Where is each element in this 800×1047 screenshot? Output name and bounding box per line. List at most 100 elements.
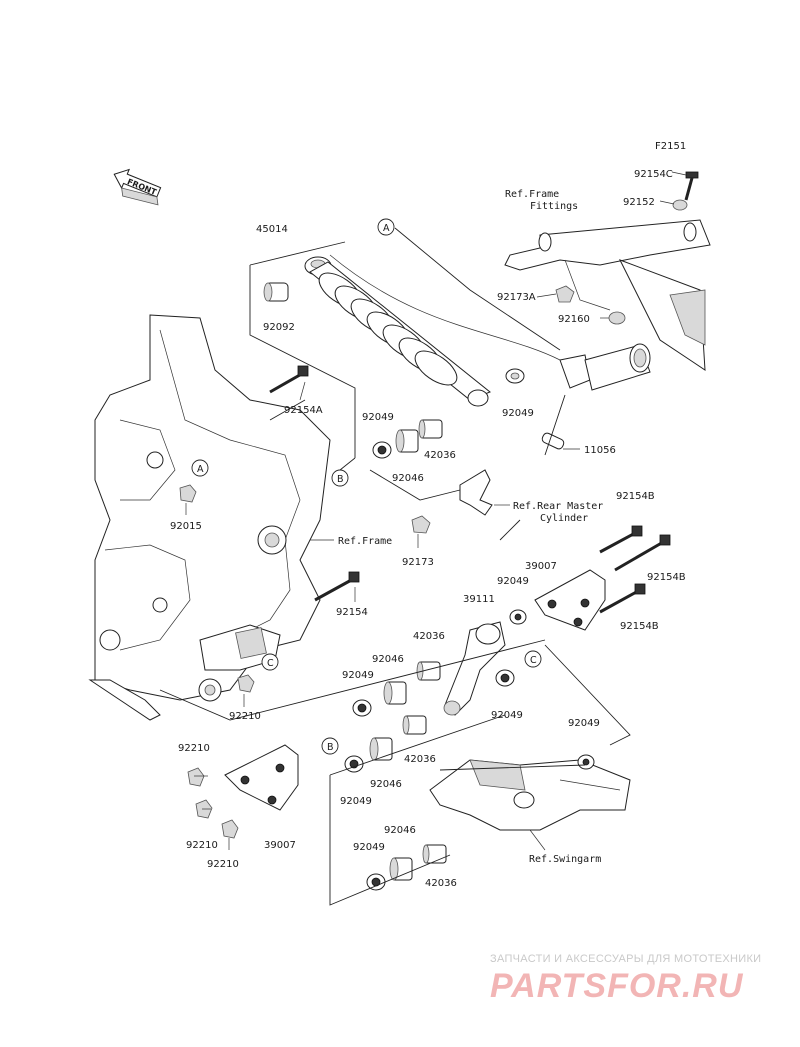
watermark-tagline: ЗАПЧАСТИ И АКСЕССУАРЫ ДЛЯ МОТОТЕХНИКИ: [490, 953, 761, 965]
callout-C-frame: C: [261, 653, 279, 671]
ref-rear-master-line1: Ref.Rear Master: [513, 501, 603, 512]
leader-lines: [185, 171, 687, 851]
label-39007-a: 39007: [525, 561, 557, 572]
rocker-arm-39111: [443, 621, 506, 716]
label-92049-g: 92049: [340, 796, 372, 807]
svg-text:C: C: [530, 655, 537, 666]
bolt-92154B-c: [599, 583, 646, 614]
label-92210-c: 92210: [186, 840, 218, 851]
label-92049-c: 92049: [497, 576, 529, 587]
label-92160: 92160: [558, 314, 590, 325]
tie-rod-plate-39007-upper: [534, 569, 606, 631]
tie-rod-plate-39007-lower: [224, 744, 299, 811]
grouping-lines: [159, 227, 631, 906]
collar-92160: [608, 311, 626, 325]
nut-92173: [411, 515, 431, 534]
label-92210-d: 92210: [207, 859, 239, 870]
bolt-92154A: [269, 365, 309, 394]
label-92154B-a: 92154B: [616, 491, 655, 502]
svg-text:B: B: [327, 742, 334, 753]
front-arrow-icon: FRONT: [113, 168, 162, 206]
ref-swingarm: Ref.Swingarm: [529, 854, 601, 865]
watermark: ЗАПЧАСТИ И АКСЕССУАРЫ ДЛЯ МОТОТЕХНИКИ PA…: [490, 953, 761, 1005]
label-92049-d: 92049: [342, 670, 374, 681]
callout-A-frame: A: [191, 459, 209, 477]
part-labels: 92154C 92152 45014 92092 92173A 92160 92…: [170, 169, 686, 889]
label-42036-d: 42036: [425, 878, 457, 889]
label-92049-f: 92049: [568, 718, 600, 729]
label-92049-b: 92049: [502, 408, 534, 419]
bolt-92154C: [684, 171, 699, 201]
label-92154: 92154: [336, 607, 368, 618]
ref-rear-master-line2: Cylinder: [540, 513, 588, 524]
callout-B-top: B: [331, 469, 349, 487]
rear-shock-absorber: [304, 254, 651, 407]
clamp-11056: [541, 432, 565, 450]
label-92154A: 92154A: [284, 405, 323, 416]
label-92049-e: 92049: [491, 710, 523, 721]
label-92049-h: 92049: [353, 842, 385, 853]
callout-A-top: A: [377, 218, 395, 236]
bearing-92046-d: [389, 857, 413, 881]
label-11056: 11056: [584, 445, 616, 456]
bolt-92154B-a: [599, 525, 643, 554]
callout-B-lower: B: [321, 737, 339, 755]
label-92046-c: 92046: [370, 779, 402, 790]
label-92154B-b: 92154B: [647, 572, 686, 583]
figure-code: F2151: [655, 141, 686, 152]
collar-42036-a: [418, 419, 443, 439]
nut-92152: [672, 199, 688, 211]
nut-92210-d: [221, 819, 239, 839]
nut-92173A: [555, 285, 575, 303]
watermark-brand: PARTSFOR.RU: [490, 967, 744, 1005]
ref-frame-fittings-line1: Ref.Frame: [505, 189, 559, 200]
shock-spring: [318, 272, 458, 386]
bearing-92046-c: [369, 737, 393, 761]
label-92173A: 92173A: [497, 292, 536, 303]
collar-42036-c: [402, 715, 427, 735]
nut-92210-b: [187, 767, 205, 787]
bearing-92046-b: [383, 681, 407, 705]
svg-text:C: C: [267, 658, 274, 669]
svg-text:A: A: [197, 464, 204, 475]
collar-92092: [263, 282, 289, 302]
frame-fittings: [504, 219, 711, 371]
collar-42036-d: [422, 844, 447, 864]
svg-text:B: B: [337, 474, 344, 485]
label-42036-a: 42036: [424, 450, 456, 461]
nut-92015: [179, 484, 197, 503]
label-92015: 92015: [170, 521, 202, 532]
label-92046-b: 92046: [372, 654, 404, 665]
label-92049-a: 92049: [362, 412, 394, 423]
label-92092: 92092: [263, 322, 295, 333]
swingarm: [429, 759, 631, 831]
svg-text:A: A: [383, 223, 390, 234]
label-92210-a: 92210: [229, 711, 261, 722]
label-92046-d: 92046: [384, 825, 416, 836]
label-92173: 92173: [402, 557, 434, 568]
label-92154B-c: 92154B: [620, 621, 659, 632]
label-42036-c: 42036: [404, 754, 436, 765]
label-92152: 92152: [623, 197, 655, 208]
frame-body: [88, 314, 331, 721]
label-92154C: 92154C: [634, 169, 673, 180]
ref-frame: Ref.Frame: [338, 536, 392, 547]
collar-42036-b: [416, 661, 441, 681]
label-92210-b: 92210: [178, 743, 210, 754]
label-45014: 45014: [256, 224, 288, 235]
ref-frame-fittings-line2: Fittings: [530, 201, 578, 212]
reference-labels: Ref.Frame Fittings Ref.Rear Master Cylin…: [338, 189, 603, 865]
label-39007-b: 39007: [264, 840, 296, 851]
bearing-92046-a: [395, 429, 419, 453]
bolt-92154B-b: [614, 534, 671, 572]
label-92046-a: 92046: [392, 473, 424, 484]
bolt-92154: [314, 571, 360, 602]
reservoir-canister: [584, 343, 651, 391]
label-39111: 39111: [463, 594, 495, 605]
callout-C-right: C: [524, 650, 542, 668]
master-cylinder-bracket: [459, 469, 493, 516]
label-42036-b: 42036: [413, 631, 445, 642]
nut-92210-a: [237, 674, 255, 693]
